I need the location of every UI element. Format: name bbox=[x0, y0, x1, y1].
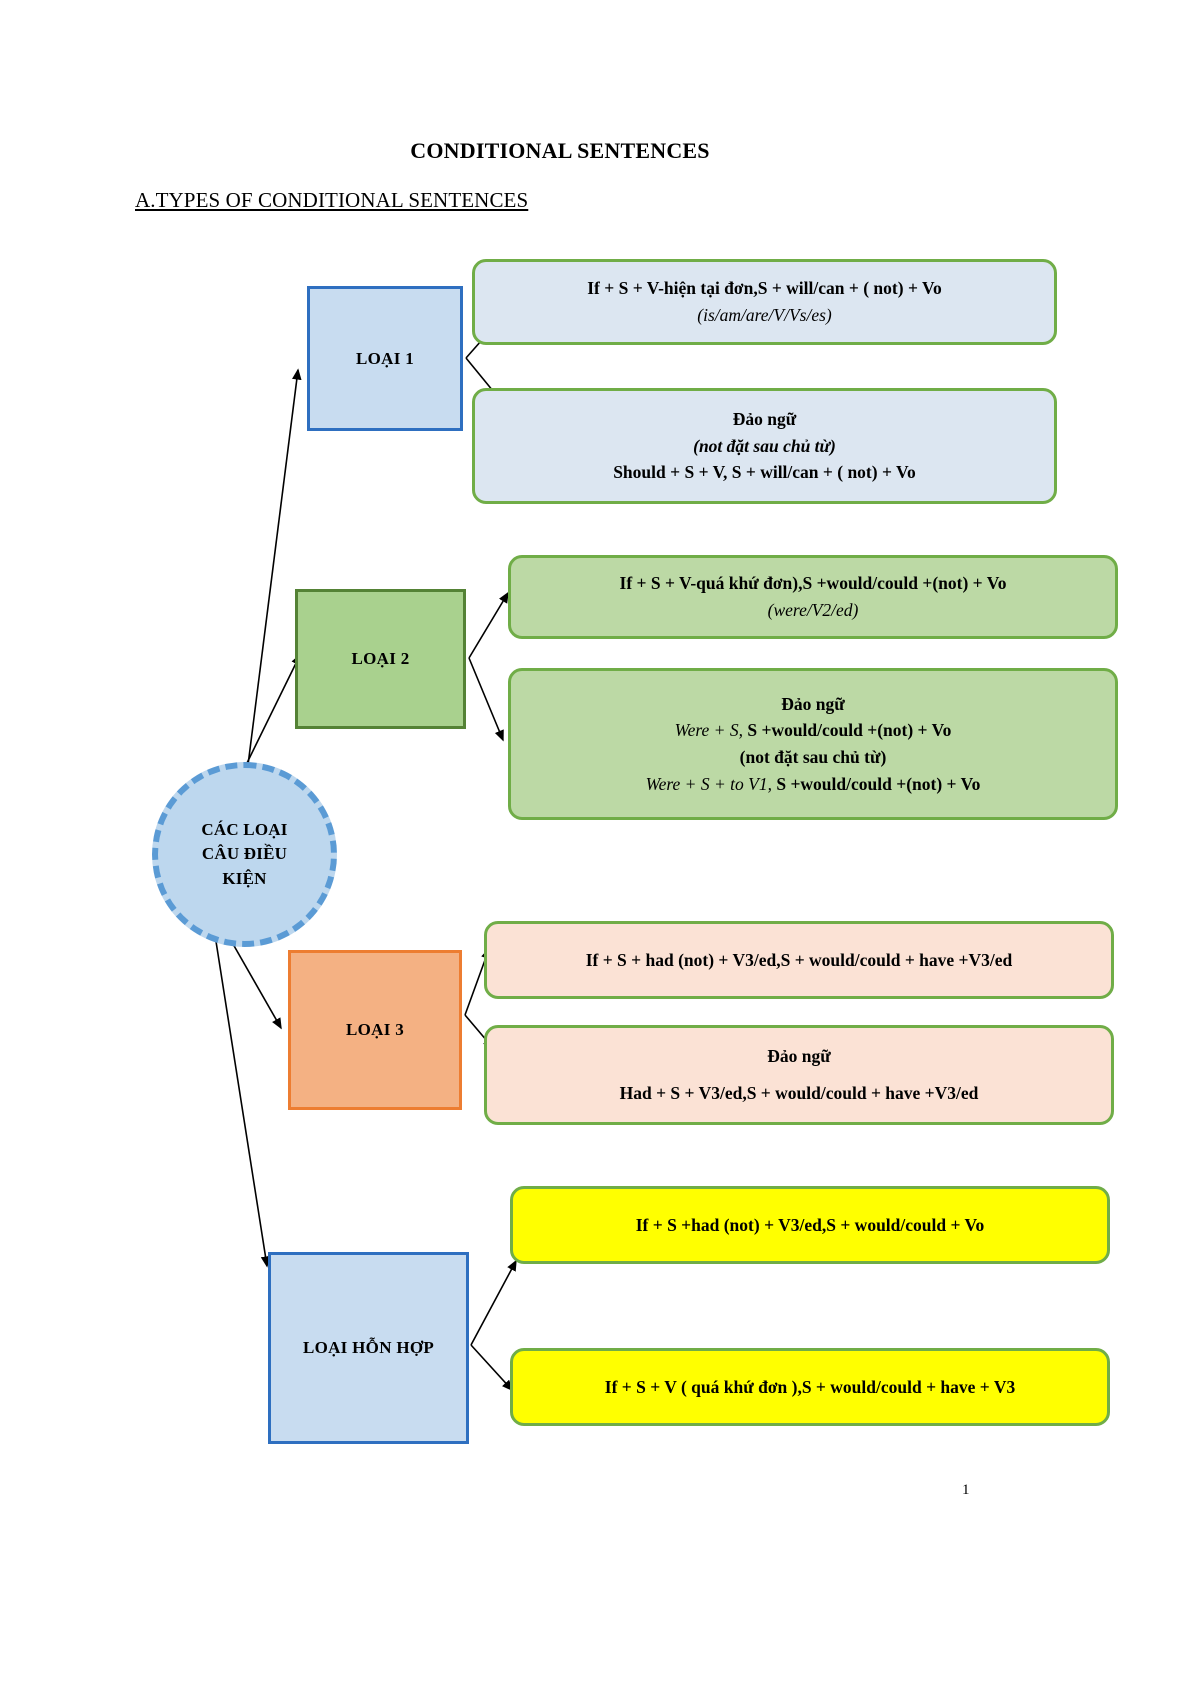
formula-line: Đảo ngữ bbox=[767, 1046, 831, 1067]
formula-box-mixed-second[interactable]: If + S + V ( quá khứ đơn ),S + would/cou… bbox=[510, 1348, 1110, 1426]
type-node-loai-hon-hop[interactable]: LOẠI HỖN HỢP bbox=[268, 1252, 469, 1444]
formula-box-mixed-first[interactable]: If + S +had (not) + V3/ed,S + would/coul… bbox=[510, 1186, 1110, 1264]
arrow-type2-to-main bbox=[468, 591, 509, 659]
arrow-mixed-to-first bbox=[470, 1259, 517, 1346]
formula-box-type3-inversion[interactable]: Đảo ngữ Had + S + V3/ed,S + would/could … bbox=[484, 1025, 1114, 1125]
formula-line: (is/am/are/V/Vs/es) bbox=[697, 305, 832, 325]
formula-line: (were/V2/ed) bbox=[767, 600, 859, 620]
formula-line-bold-part: S +would/could +(not) + Vo bbox=[742, 720, 952, 741]
center-node-line-1: CÁC LOẠI bbox=[201, 819, 288, 839]
formula-line: (not đặt sau chủ từ) bbox=[739, 747, 887, 767]
center-node-line-3: KIỆN bbox=[222, 868, 267, 888]
page-title: CONDITIONAL SENTENCES bbox=[410, 138, 710, 163]
formula-box-type1-main[interactable]: If + S + V-hiện tại đơn,S + will/can + (… bbox=[472, 259, 1057, 345]
formula-line: Were + S + to V1, S +would/could +(not) … bbox=[646, 771, 981, 798]
type-node-loai-3[interactable]: LOẠI 3 bbox=[288, 950, 462, 1110]
formula-line: Đảo ngữ bbox=[781, 693, 845, 714]
formula-line-italic-part: Were + S, bbox=[674, 720, 743, 741]
formula-line: If + S + V-hiện tại đơn,S + will/can + (… bbox=[587, 278, 942, 299]
arrow-center-to-mixed bbox=[214, 934, 271, 1268]
formula-box-type2-inversion[interactable]: Đảo ngữ Were + S, S +would/could +(not) … bbox=[508, 668, 1118, 820]
formula-line: If + S +had (not) + V3/ed,S + would/coul… bbox=[635, 1214, 985, 1235]
formula-line: (not đặt sau chủ từ) bbox=[693, 435, 836, 456]
formula-line: If + S + V ( quá khứ đơn ),S + would/cou… bbox=[604, 1376, 1016, 1397]
formula-line: Were + S, S +would/could +(not) + Vo bbox=[675, 717, 952, 744]
arrow-center-to-type1 bbox=[247, 368, 302, 766]
type-node-loai-1[interactable]: LOẠI 1 bbox=[307, 286, 463, 431]
section-heading: A.TYPES OF CONDITIONAL SENTENCES bbox=[135, 188, 529, 212]
formula-box-type1-inversion[interactable]: Đảo ngữ (not đặt sau chủ từ) Should + S … bbox=[472, 388, 1057, 504]
formula-line-bold-part: S +would/could +(not) + Vo bbox=[771, 773, 981, 794]
type-node-loai-2[interactable]: LOẠI 2 bbox=[295, 589, 466, 729]
page-number: 1 bbox=[962, 1482, 970, 1498]
arrow-type2-to-inversion bbox=[468, 657, 504, 742]
formula-box-type2-main[interactable]: If + S + V-quá khứ đơn),S +would/could +… bbox=[508, 555, 1118, 639]
formula-box-type3-main[interactable]: If + S + had (not) + V3/ed,S + would/cou… bbox=[484, 921, 1114, 999]
arrow-center-to-type2 bbox=[246, 653, 301, 764]
center-node-line-2: CÂU ĐIỀU bbox=[201, 844, 288, 864]
formula-line: Had + S + V3/ed,S + would/could + have +… bbox=[619, 1083, 979, 1103]
formula-line: If + S + V-quá khứ đơn),S +would/could +… bbox=[619, 573, 1007, 594]
formula-line: Đảo ngữ bbox=[732, 409, 797, 430]
formula-line: Should + S + V, S + will/can + ( not) + … bbox=[613, 462, 916, 483]
arrow-mixed-to-second bbox=[470, 1344, 514, 1392]
formula-line: If + S + had (not) + V3/ed,S + would/cou… bbox=[585, 949, 1013, 970]
formula-line-italic-part: Were + S + to V1, bbox=[645, 773, 772, 794]
center-node[interactable]: CÁC LOẠI CÂU ĐIỀU KIỆN bbox=[152, 762, 337, 947]
